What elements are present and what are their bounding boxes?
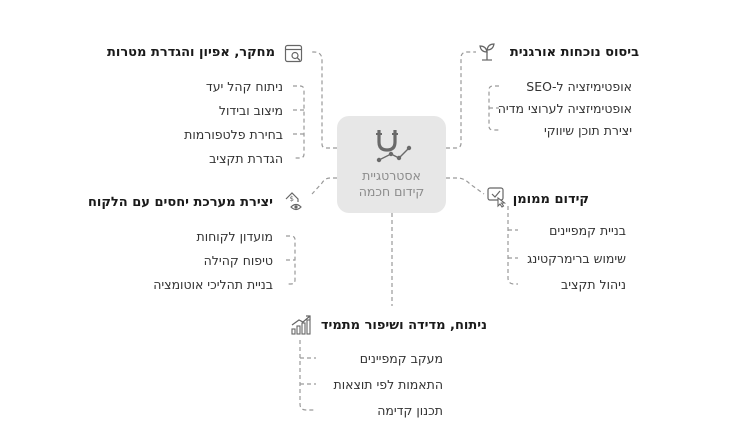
list-item: ניהול תקציב	[561, 277, 626, 292]
list-item: התאמות לפי תוצאות	[333, 377, 443, 392]
list-item: ניתוח קהל יעד	[205, 79, 283, 94]
list-item: תכנון קדימה	[377, 403, 443, 418]
branch-title-paid: קידום ממומן	[512, 192, 589, 207]
center-node: אסטרטגיית קידום חכמה	[337, 116, 446, 213]
growth-chart-icon	[291, 315, 311, 335]
money-eye-icon: $	[285, 192, 302, 211]
branch-title-analysis: ניתוח, מדידה ושיפור מתמיד	[320, 318, 487, 333]
list-item: מועדון לקוחות	[196, 229, 274, 244]
branch-title-research: מחקר, אפיון והגדרת מטרות	[107, 45, 275, 60]
list-item: הגדרת תקציב	[209, 151, 283, 166]
list-item: טיפוח קהילה	[203, 253, 273, 268]
list-item: בניית תהליכי אוטומציה	[153, 277, 273, 292]
list-item: אופטימיזציה לערוצי מדיה	[497, 101, 632, 116]
center-line-1: אסטרטגיית	[362, 168, 421, 183]
branch-title-organic: ביסוס נוכחות אורגנית	[509, 45, 639, 60]
magnet-icon	[376, 130, 412, 163]
click-cursor-icon	[487, 187, 507, 208]
branch-title-relations: יצירת מערכת יחסים עם הלקוח	[87, 195, 273, 210]
list-item: יצירת תוכן שיווקי	[544, 123, 632, 138]
sprout-icon	[479, 43, 495, 61]
center-line-2: קידום חכמה	[358, 184, 425, 199]
svg-text:$: $	[290, 195, 294, 203]
list-item: בחירת פלטפורמות	[184, 127, 283, 142]
list-item: אופטימיזציה ל-SEO	[526, 79, 632, 94]
browser-search-icon	[284, 44, 303, 63]
list-item: שימוש ברימרקטינג	[527, 251, 626, 266]
list-item: בניית קמפיינים	[549, 223, 626, 238]
list-item: מיצוב ובידול	[218, 103, 283, 118]
list-item: מעקב קמפיינים	[359, 351, 443, 366]
